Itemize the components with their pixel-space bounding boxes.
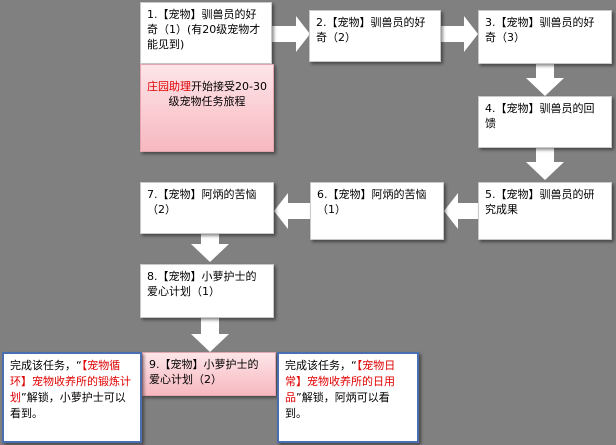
step-9-label: 9.【宠物】小萝护士的爱心计划（2） bbox=[149, 358, 259, 386]
left-note-prefix: 完成该任务，“ bbox=[10, 359, 82, 372]
step-1-box: 1.【宠物】驯兽员的好奇（1）(有20级宠物才能见到) bbox=[140, 2, 272, 64]
assistant-highlight: 庄园助理 bbox=[147, 80, 192, 93]
step-4-box: 4.【宠物】驯兽员的回馈 bbox=[478, 96, 612, 148]
step-8-box: 8.【宠物】小萝护士的爱心计划（1） bbox=[140, 264, 274, 318]
arrow-left-6-7 bbox=[274, 193, 310, 229]
right-note-prefix: 完成该任务，“ bbox=[285, 359, 357, 372]
step-1-label: 1.【宠物】驯兽员的好奇（1）(有20级宠物才能见到) bbox=[147, 8, 261, 51]
step-2-box: 2.【宠物】驯兽员的好奇（2） bbox=[309, 10, 441, 62]
step-5-box: 5.【宠物】驯兽员的研究成果 bbox=[478, 182, 612, 240]
arrow-left-5-6 bbox=[444, 193, 480, 229]
step-3-box: 3.【宠物】驯兽员的好奇（3） bbox=[478, 10, 612, 64]
step-6-box: 6.【宠物】阿炳的苦恼（1） bbox=[310, 182, 444, 240]
step-4-label: 4.【宠物】驯兽员的回馈 bbox=[485, 102, 595, 130]
right-note-suffix: ”解锁，阿炳可以看到。 bbox=[285, 391, 390, 420]
step-2-label: 2.【宠物】驯兽员的好奇（2） bbox=[316, 16, 426, 44]
assistant-note-box: 庄园助理开始接受20-30级宠物任务旅程 bbox=[140, 64, 274, 152]
right-note-highlight: 【宠物日常】宠物收养所的日用品 bbox=[285, 359, 396, 404]
left-unlock-note: 完成该任务，“【宠物循环】宠物收养所的锻炼计划”解锁，小萝护士可以看到。 bbox=[2, 352, 142, 443]
arrow-down-3-4 bbox=[526, 64, 564, 96]
step-6-label: 6.【宠物】阿炳的苦恼（1） bbox=[317, 188, 427, 216]
arrow-down-8-9 bbox=[191, 318, 229, 352]
arrow-down-4-5 bbox=[526, 148, 564, 180]
step-7-label: 7.【宠物】阿炳的苦恼（2） bbox=[147, 188, 257, 216]
arrow-right-1-2 bbox=[272, 16, 310, 52]
step-5-label: 5.【宠物】驯兽员的研究成果 bbox=[485, 188, 595, 216]
left-note-highlight: 【宠物循环】宠物收养所的锻炼计划 bbox=[10, 359, 131, 404]
right-unlock-note: 完成该任务，“【宠物日常】宠物收养所的日用品”解锁，阿炳可以看到。 bbox=[277, 352, 419, 443]
arrow-right-2-3 bbox=[440, 16, 478, 52]
step-8-label: 8.【宠物】小萝护士的爱心计划（1） bbox=[147, 270, 257, 298]
arrow-down-7-8 bbox=[191, 230, 229, 262]
step-7-box: 7.【宠物】阿炳的苦恼（2） bbox=[140, 182, 274, 234]
left-note-suffix: ”解锁，小萝护士可以看到。 bbox=[10, 391, 126, 420]
step-9-box: 9.【宠物】小萝护士的爱心计划（2） bbox=[142, 352, 276, 396]
step-3-label: 3.【宠物】驯兽员的好奇（3） bbox=[485, 16, 595, 44]
assistant-text: 开始接受20-30级宠物任务旅程 bbox=[168, 80, 267, 108]
